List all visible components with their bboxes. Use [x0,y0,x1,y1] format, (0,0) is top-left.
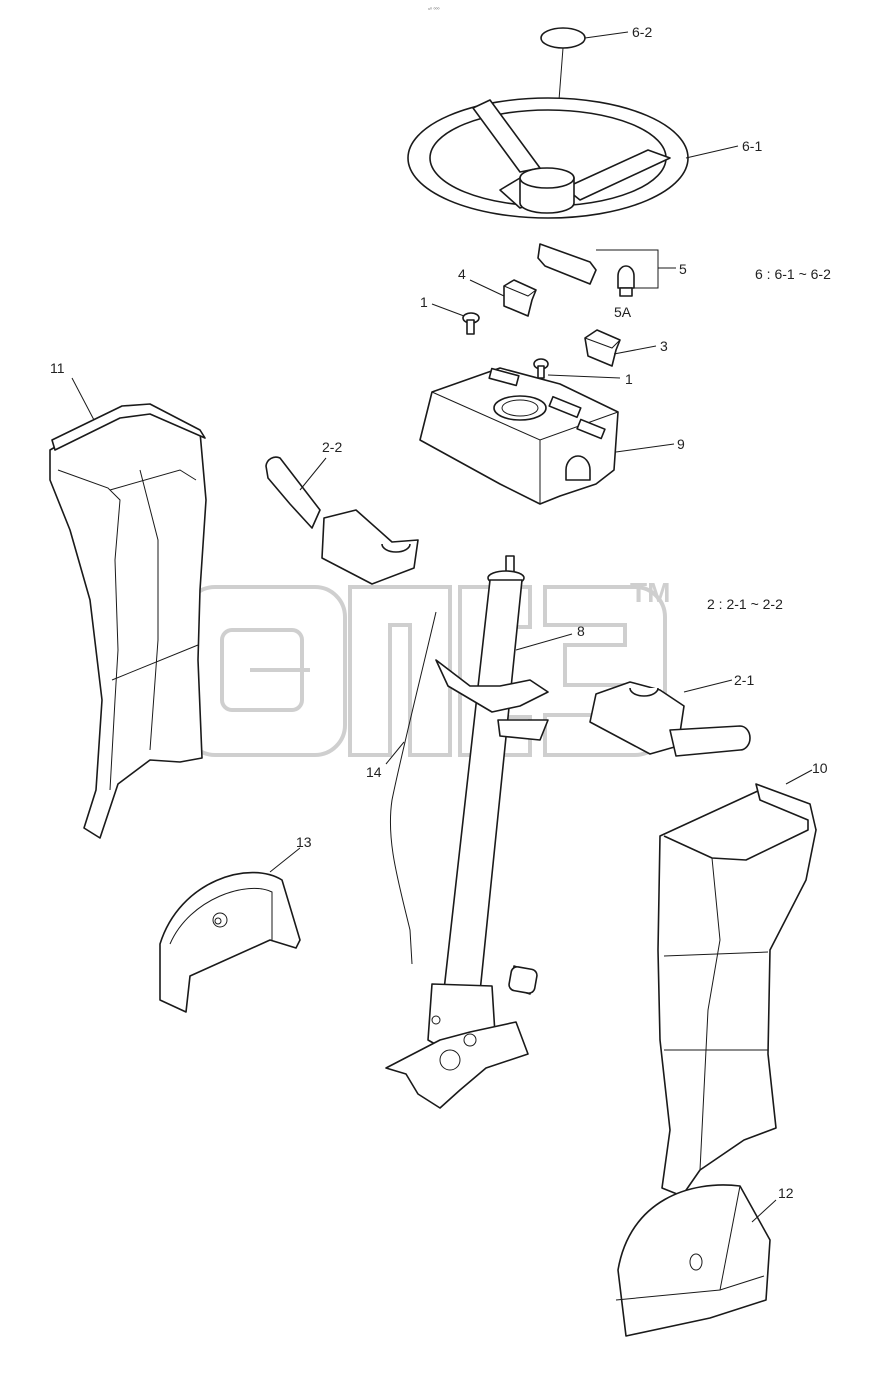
callout-2-1: 2-1 [734,672,754,688]
cover-12-part [615,1184,777,1337]
pin-1-right-part [533,358,621,379]
callout-2-2: 2-2 [322,439,342,455]
pin-1-left-part [431,303,480,335]
callout-5A: 5A [614,304,632,320]
trademark-mark: TM [630,577,670,608]
cover-13-part [159,847,301,1013]
switch-4-part [469,279,537,317]
callout-1-right: 1 [625,371,633,387]
callout-8: 8 [577,623,585,639]
callout-14: 14 [366,764,382,780]
callout-1-left: 1 [420,294,428,310]
group-2-note: 2 : 2-1 ~ 2-2 [707,596,783,612]
watermark-logo: TM [183,577,670,757]
callout-12: 12 [778,1185,794,1201]
header-mark: ⁶⁰ ⁰⁰⁰ [428,7,439,13]
group-6-note: 6 : 6-1 ~ 6-2 [755,266,831,282]
callout-9: 9 [677,436,685,452]
column-base-part [385,965,538,1109]
callout-10: 10 [812,760,828,776]
lever-2-2-part [265,456,419,585]
console-cover-part [419,367,675,505]
switch-3-part [584,329,657,367]
right-cover-part [657,769,817,1197]
callout-6-2: 6-2 [632,24,652,40]
callout-5: 5 [679,261,687,277]
lever-2-1-part [589,679,751,757]
callout-4: 4 [458,266,466,282]
left-cover-part [49,377,207,839]
callout-3: 3 [660,338,668,354]
callout-11: 11 [50,360,65,376]
steering-column-part [435,555,573,993]
cable-part [385,611,437,965]
steering-wheel-part [407,97,739,219]
switch-5-part [537,243,676,297]
horn-cap-part [540,27,629,179]
callout-13: 13 [296,834,312,850]
callout-6-1: 6-1 [742,138,762,154]
